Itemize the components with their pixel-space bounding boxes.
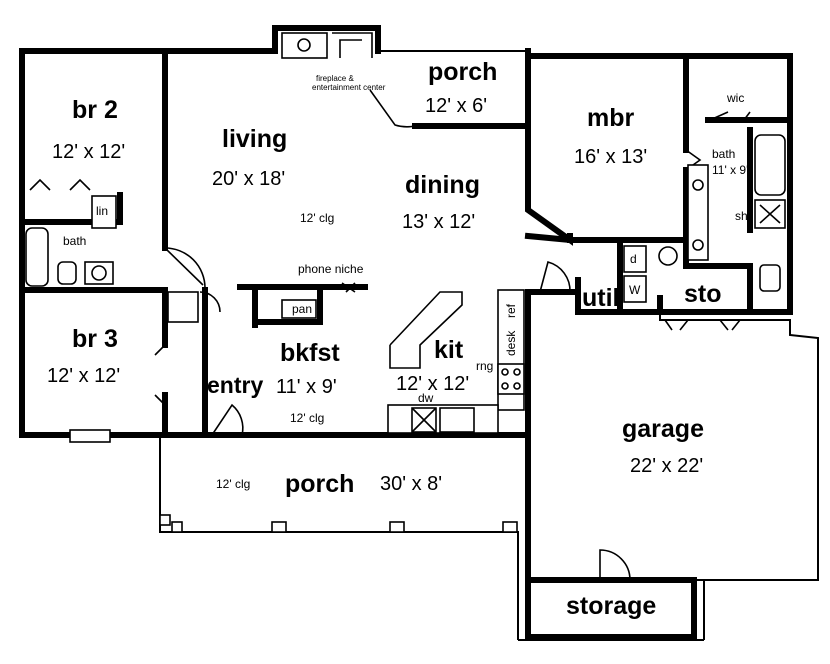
room-name-storage: storage: [566, 592, 656, 620]
label-master-bath: bath: [712, 147, 735, 161]
doors: [29, 89, 751, 581]
label-fireplace: fireplace &: [316, 74, 354, 83]
room-dims-br3: 12' x 12': [47, 365, 120, 387]
room-dims-bkfst: 11' x 9': [276, 376, 337, 398]
room-note-bkfst: 12' clg: [290, 411, 324, 425]
room-dims-living: 20' x 18': [212, 168, 285, 190]
label-desk: desk: [504, 330, 518, 356]
front-porch: [69, 429, 519, 540]
room-dims-dining: 13' x 12': [402, 211, 475, 233]
room-name-mbr: mbr: [587, 104, 635, 132]
room-name-kit: kit: [434, 336, 464, 364]
room-name-entry: entry: [207, 372, 263, 398]
room-name-living: living: [222, 125, 287, 153]
annotations: wic bath 11' x 9' shr bath lin pan phone…: [63, 74, 752, 405]
room-name-dining: dining: [405, 171, 480, 199]
label-wic: wic: [726, 91, 744, 105]
label-entertainment-center: entertainment center: [312, 83, 386, 92]
label-dryer: d: [630, 252, 637, 266]
room-name-br2: br 2: [72, 96, 118, 124]
room-note-porch-front: 12' clg: [216, 477, 250, 491]
label-linen: lin: [96, 204, 108, 218]
interior-walls: [19, 48, 793, 438]
label-pantry: pan: [292, 302, 312, 316]
label-dishwasher: dw: [418, 391, 434, 405]
label-washer: W: [629, 283, 641, 297]
room-labels: br 2 12' x 12' br 3 12' x 12' living 20'…: [47, 58, 722, 620]
room-name-util: util: [582, 284, 620, 312]
label-phone-niche: phone niche: [298, 262, 364, 276]
label-refrigerator: ref: [504, 303, 518, 318]
label-shower: shr: [735, 209, 752, 223]
label-range: rng: [476, 359, 493, 373]
room-note-living: 12' clg: [300, 211, 334, 225]
label-master-bath-dims: 11' x 9': [712, 163, 748, 177]
room-name-sto: sto: [684, 280, 722, 308]
fixtures: [25, 32, 786, 433]
room-dims-porch-back: 12' x 6': [425, 95, 487, 117]
room-dims-kit: 12' x 12': [396, 373, 469, 395]
room-name-bkfst: bkfst: [280, 339, 340, 367]
room-name-br3: br 3: [72, 325, 118, 353]
room-dims-mbr: 16' x 13': [574, 146, 647, 168]
room-name-porch-back: porch: [428, 58, 497, 86]
room-dims-porch-front: 30' x 8': [380, 473, 442, 495]
room-dims-garage: 22' x 22': [630, 455, 703, 477]
room-name-garage: garage: [622, 415, 704, 443]
label-bath: bath: [63, 234, 86, 248]
room-name-porch-front: porch: [285, 470, 354, 498]
room-dims-br2: 12' x 12': [52, 141, 125, 163]
